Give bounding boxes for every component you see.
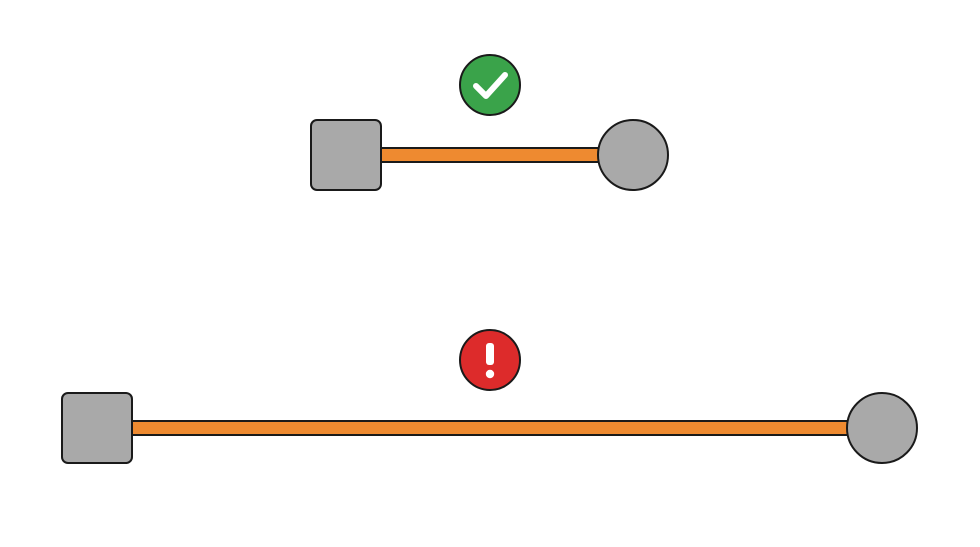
bottom-circle-node xyxy=(846,392,918,464)
top-row xyxy=(310,54,669,191)
top-square-node xyxy=(310,119,382,191)
exclamation-dot xyxy=(485,369,495,379)
exclamation-icon xyxy=(459,329,521,391)
ok-badge xyxy=(459,54,521,116)
top-circle-node xyxy=(597,119,669,191)
top-cable xyxy=(377,147,605,163)
check-icon xyxy=(459,54,521,116)
bottom-row xyxy=(61,329,918,464)
bottom-square-node xyxy=(61,392,133,464)
check-mark xyxy=(473,72,508,99)
exclamation-bar xyxy=(486,343,494,365)
bottom-cable xyxy=(128,420,854,436)
